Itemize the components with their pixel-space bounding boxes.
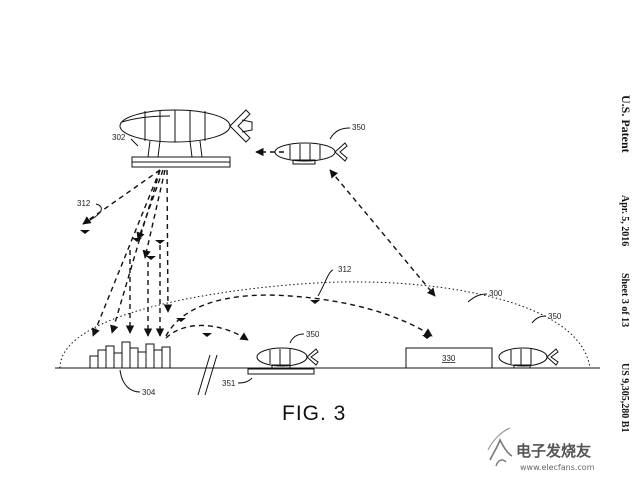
leader-302 bbox=[130, 138, 139, 147]
buildings bbox=[89, 341, 171, 369]
landing-pad bbox=[247, 368, 315, 375]
small-airship-right bbox=[498, 347, 559, 369]
flight-path-upper bbox=[165, 294, 433, 337]
label-351: 351 bbox=[222, 379, 236, 388]
small-airship-top bbox=[274, 142, 348, 165]
leader-350-mid bbox=[289, 333, 305, 344]
uav-group bbox=[80, 230, 432, 339]
label-312-left: 312 bbox=[77, 199, 91, 208]
flight-path-lower bbox=[165, 324, 249, 341]
facility-330 bbox=[405, 347, 493, 369]
leader-351 bbox=[237, 377, 253, 384]
label-350-right: 350 bbox=[548, 312, 562, 321]
break-mark bbox=[197, 354, 218, 396]
label-350-mid: 350 bbox=[306, 330, 320, 339]
label-312-mid: 312 bbox=[338, 265, 352, 274]
figure-caption: FIG. 3 bbox=[282, 402, 346, 425]
side-number: US 9,305,280 B1 bbox=[619, 363, 630, 432]
main-airship bbox=[119, 109, 253, 168]
leader-350-right bbox=[531, 315, 547, 324]
leader-312-left bbox=[82, 203, 102, 225]
watermark: 电子发烧友 www.elecfans.com bbox=[487, 427, 595, 472]
side-date: Apr. 5, 2016 bbox=[619, 195, 630, 246]
signal-wave-icon bbox=[487, 427, 513, 467]
label-350-top: 350 bbox=[352, 123, 366, 132]
leader-304 bbox=[119, 369, 141, 393]
label-302: 302 bbox=[112, 133, 126, 142]
watermark-cn: 电子发烧友 bbox=[516, 442, 591, 460]
small-airship-mid bbox=[256, 347, 319, 370]
delivery-arrows bbox=[82, 169, 173, 337]
arrow-airship-dome bbox=[329, 169, 436, 297]
label-330: 330 bbox=[442, 354, 456, 363]
dome-boundary bbox=[59, 281, 591, 369]
leader-350-top bbox=[329, 127, 351, 140]
label-304: 304 bbox=[142, 388, 156, 397]
side-patent-text: U.S. Patent Apr. 5, 2016 Sheet 3 of 13 U… bbox=[619, 95, 633, 432]
side-sheet: Sheet 3 of 13 bbox=[619, 273, 630, 327]
leader-300 bbox=[467, 293, 488, 303]
label-300: 300 bbox=[489, 289, 503, 298]
watermark-url: www.elecfans.com bbox=[520, 463, 595, 472]
side-patent-label: U.S. Patent bbox=[619, 95, 633, 153]
